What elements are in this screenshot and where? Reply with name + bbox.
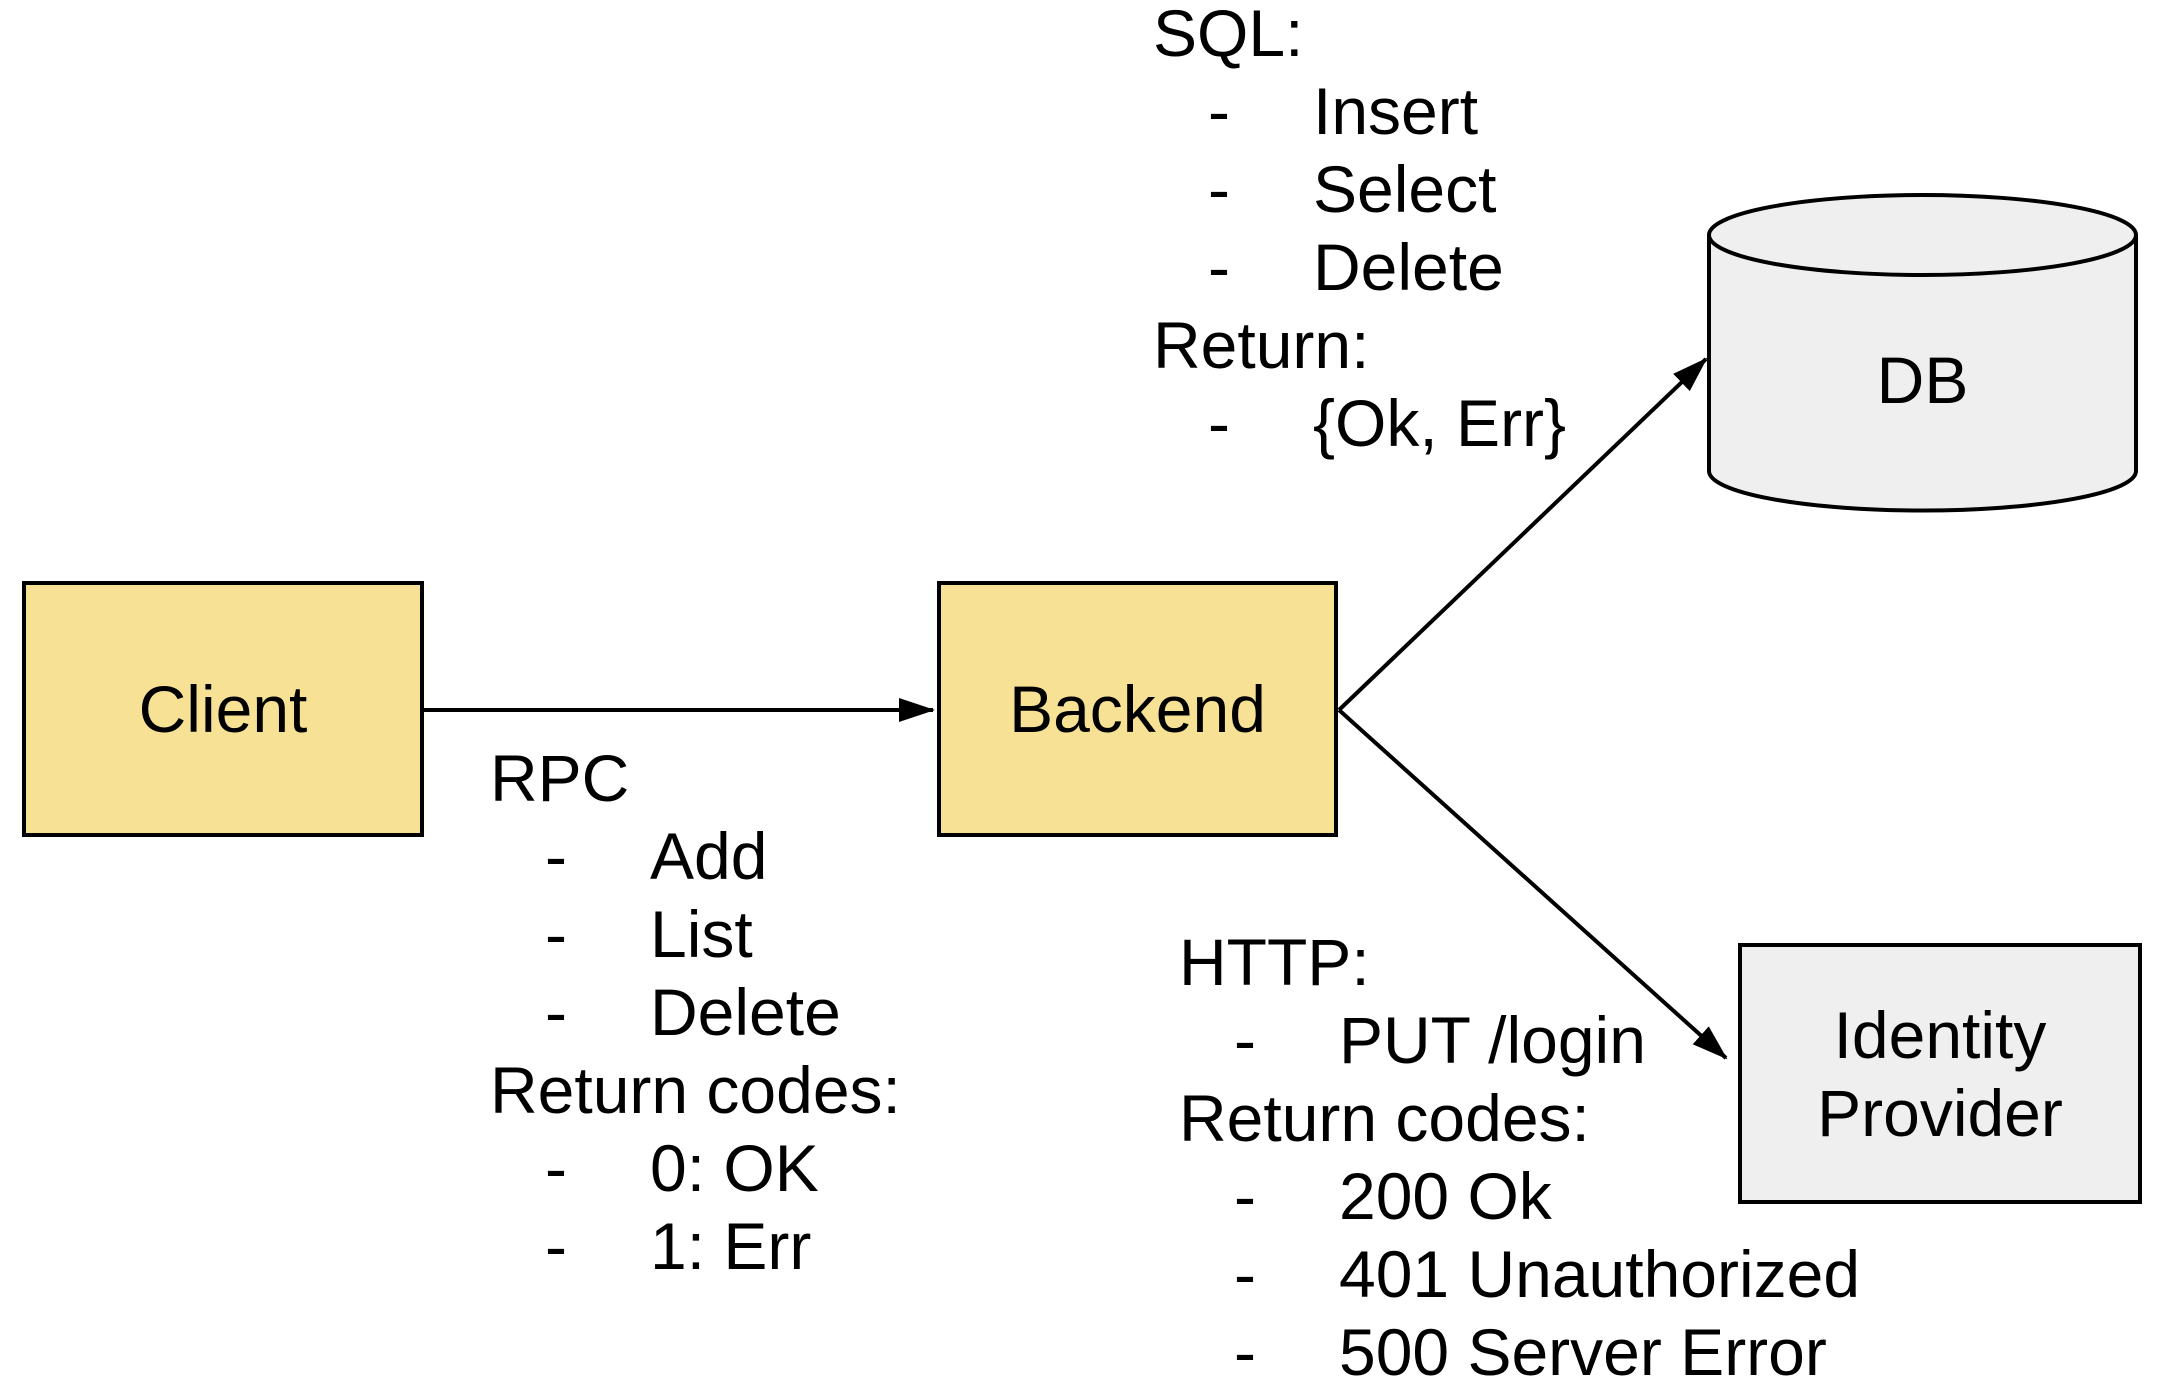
bullet-dash: - xyxy=(1208,152,1230,226)
bullet-dash: - xyxy=(1234,1237,1256,1311)
bullet-dash: - xyxy=(545,1209,567,1283)
rpc-item: -1: Err xyxy=(490,1207,901,1285)
rpc-item: -Add xyxy=(490,817,901,895)
sql-item: -{Ok, Err} xyxy=(1153,384,1566,462)
bullet-dash: - xyxy=(545,975,567,1049)
rpc-item: -List xyxy=(490,895,901,973)
bullet-dash: - xyxy=(1208,386,1230,460)
node-backend: Backend xyxy=(937,581,1338,837)
http-item: -PUT /login xyxy=(1179,1001,1860,1079)
bullet-dash: - xyxy=(1234,1315,1256,1389)
sql-item: -Select xyxy=(1153,150,1566,228)
bullet-dash: - xyxy=(1234,1159,1256,1233)
bullet-dash: - xyxy=(1234,1003,1256,1077)
node-identity-provider: Identity Provider xyxy=(1738,943,2142,1204)
bullet-dash: - xyxy=(545,1131,567,1205)
identity-provider-label: Identity Provider xyxy=(1817,997,2063,1150)
bullet-dash: - xyxy=(1208,230,1230,304)
node-db-cylinder xyxy=(1707,193,2138,513)
edge-backend-to-identity xyxy=(1337,708,1728,1060)
rpc-item: -0: OK xyxy=(490,1129,901,1207)
sql-title: SQL: xyxy=(1153,0,1304,70)
rpc-item: -Delete xyxy=(490,973,901,1051)
http-item: -500 Server Error xyxy=(1179,1313,1860,1391)
rpc-title: RPC xyxy=(490,741,630,815)
http-return-title: Return codes: xyxy=(1179,1081,1590,1155)
bullet-dash: - xyxy=(545,897,567,971)
rpc-return-title: Return codes: xyxy=(490,1053,901,1127)
http-item: -401 Unauthorized xyxy=(1179,1235,1860,1313)
sql-item: -Insert xyxy=(1153,72,1566,150)
sql-return-title: Return: xyxy=(1153,308,1370,382)
bullet-dash: - xyxy=(1208,74,1230,148)
db-cylinder-body xyxy=(1707,235,2138,513)
http-title: HTTP: xyxy=(1179,925,1370,999)
db-cylinder-top xyxy=(1707,193,2138,277)
node-client: Client xyxy=(22,581,424,837)
http-item: -200 Ok xyxy=(1179,1157,1860,1235)
http-edge-label: HTTP: -PUT /login Return codes: -200 Ok … xyxy=(1179,923,1860,1391)
backend-label: Backend xyxy=(1009,672,1266,746)
bullet-dash: - xyxy=(545,819,567,893)
sql-item: -Delete xyxy=(1153,228,1566,306)
sql-edge-label: SQL: -Insert -Select -Delete Return: -{O… xyxy=(1153,0,1566,462)
edge-backend-to-db xyxy=(1337,357,1708,712)
rpc-edge-label: RPC -Add -List -Delete Return codes: -0:… xyxy=(490,739,901,1285)
db-label: DB xyxy=(1876,343,1969,417)
client-label: Client xyxy=(138,672,308,746)
